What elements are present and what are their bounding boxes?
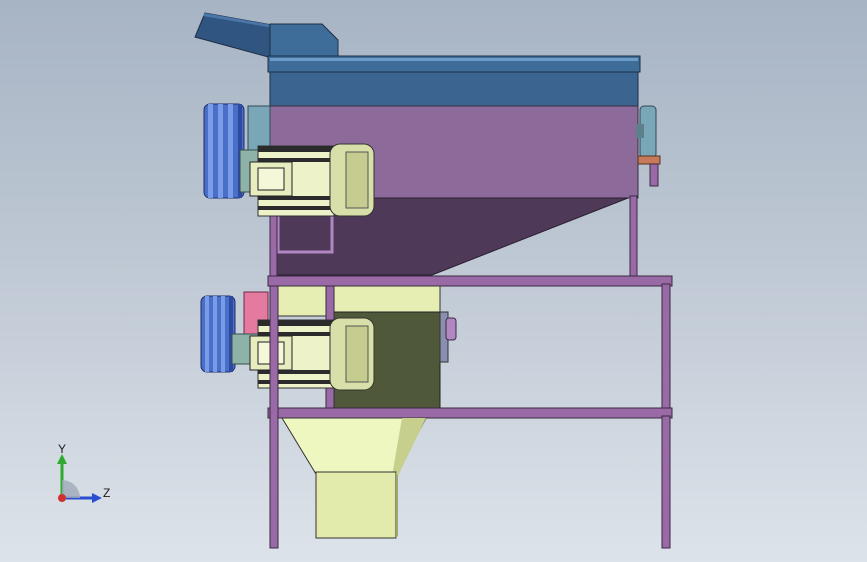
- middle-frame-right-leg[interactable]: [661, 283, 671, 417]
- upper-frame-right-leg[interactable]: [629, 195, 638, 279]
- z-axis-label: Z: [103, 486, 111, 500]
- discharge-spout[interactable]: [315, 471, 397, 539]
- z-axis-arrow: [92, 493, 102, 503]
- top-hopper[interactable]: [269, 23, 339, 61]
- top-cover-highlight: [270, 58, 638, 61]
- lower-frame-left-leg[interactable]: [269, 285, 279, 549]
- lower-right-stub[interactable]: [445, 317, 457, 341]
- discharge-spout-side: [396, 472, 398, 538]
- right-bearing-cap: [636, 124, 644, 138]
- upper-terminal-box[interactable]: [249, 161, 293, 197]
- feed-chute-lip: [203, 13, 272, 27]
- middle-frame-top-beam[interactable]: [267, 275, 673, 287]
- right-pin-link: [649, 163, 659, 187]
- x-axis-dot: [58, 494, 66, 502]
- discharge-hopper-side: [392, 418, 426, 476]
- xz-plane-wedge: [62, 480, 80, 498]
- y-axis-label: Y: [58, 442, 67, 456]
- upper-pulley[interactable]: [203, 103, 245, 199]
- lower-frame-beam[interactable]: [267, 407, 673, 419]
- lower-housing-upper[interactable]: [275, 285, 441, 317]
- right-pin[interactable]: [637, 155, 661, 165]
- upper-motor[interactable]: [257, 143, 375, 217]
- lower-frame-right-leg[interactable]: [661, 415, 671, 549]
- lower-pulley[interactable]: [200, 295, 236, 373]
- coordinate-triad: [57, 454, 102, 503]
- top-cover-side[interactable]: [269, 71, 639, 107]
- y-axis-arrow: [57, 454, 67, 464]
- upper-pulley-bearing[interactable]: [247, 105, 271, 151]
